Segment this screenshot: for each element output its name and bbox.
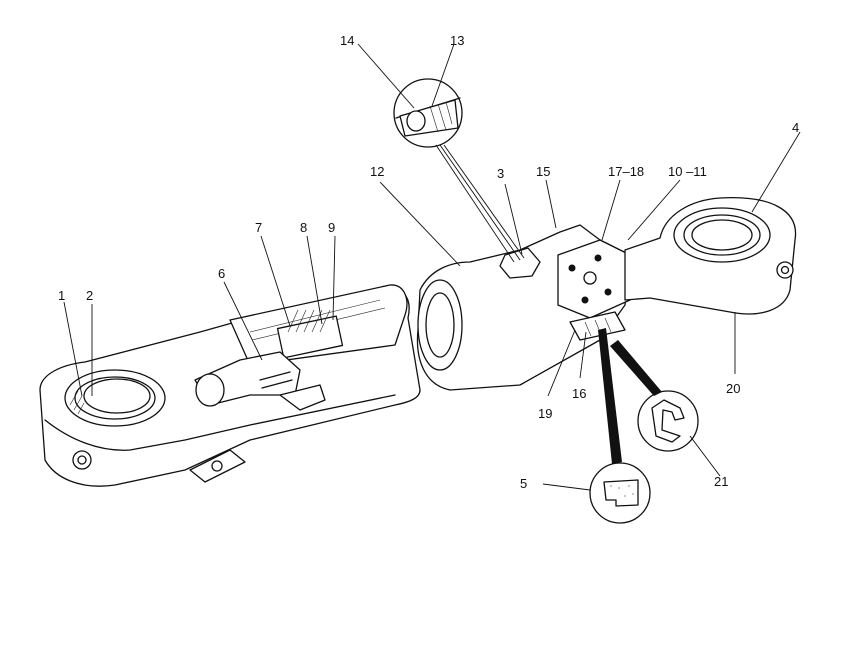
- callout-9: 9: [328, 220, 335, 235]
- callout-3: 3: [497, 166, 504, 181]
- callout-15: 15: [536, 164, 550, 179]
- callout-12: 12: [370, 164, 384, 179]
- leader-lines: [63, 43, 801, 491]
- callout-19: 19: [538, 406, 552, 421]
- callout-1: 1: [58, 288, 65, 303]
- rod-grease-port: [776, 261, 794, 279]
- callout-16: 16: [572, 386, 586, 401]
- detail-circle-ring: [589, 328, 651, 524]
- rod-head-assembly: [416, 224, 631, 391]
- callout-21: 21: [714, 474, 728, 489]
- callout-8: 8: [300, 220, 307, 235]
- piston: [276, 315, 344, 359]
- callout-2: 2: [86, 288, 93, 303]
- callout-20: 20: [726, 381, 740, 396]
- cylinder-barrel-assembly: [39, 284, 421, 487]
- detail-circle-seal-top: [393, 78, 525, 263]
- callout-14: 14: [340, 33, 354, 48]
- rod-eye-assembly: [624, 196, 797, 315]
- callout-17-18: 17–18: [608, 164, 644, 179]
- callout-13: 13: [450, 33, 464, 48]
- callout-4: 4: [792, 120, 799, 135]
- callout-labels: 1 2 6 7 8 9 12 14 13 3 15 17–18 10 –11 4…: [58, 33, 799, 491]
- callout-5: 5: [520, 476, 527, 491]
- callout-7: 7: [255, 220, 262, 235]
- callout-6: 6: [218, 266, 225, 281]
- callout-10-11: 10 –11: [668, 164, 707, 179]
- port-flange: [189, 449, 246, 483]
- detail-circle-wiper: [610, 340, 699, 452]
